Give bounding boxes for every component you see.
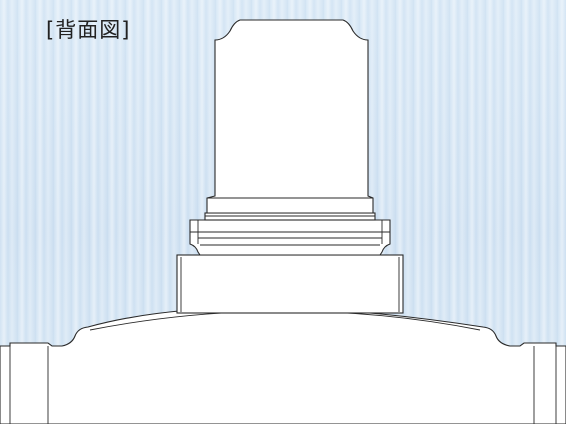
step-ring	[204, 212, 376, 221]
base-body	[0, 306, 566, 424]
collar	[189, 219, 391, 256]
middle-block	[176, 254, 404, 314]
upper-post	[206, 19, 374, 214]
view-label: [背面図]	[46, 18, 131, 42]
